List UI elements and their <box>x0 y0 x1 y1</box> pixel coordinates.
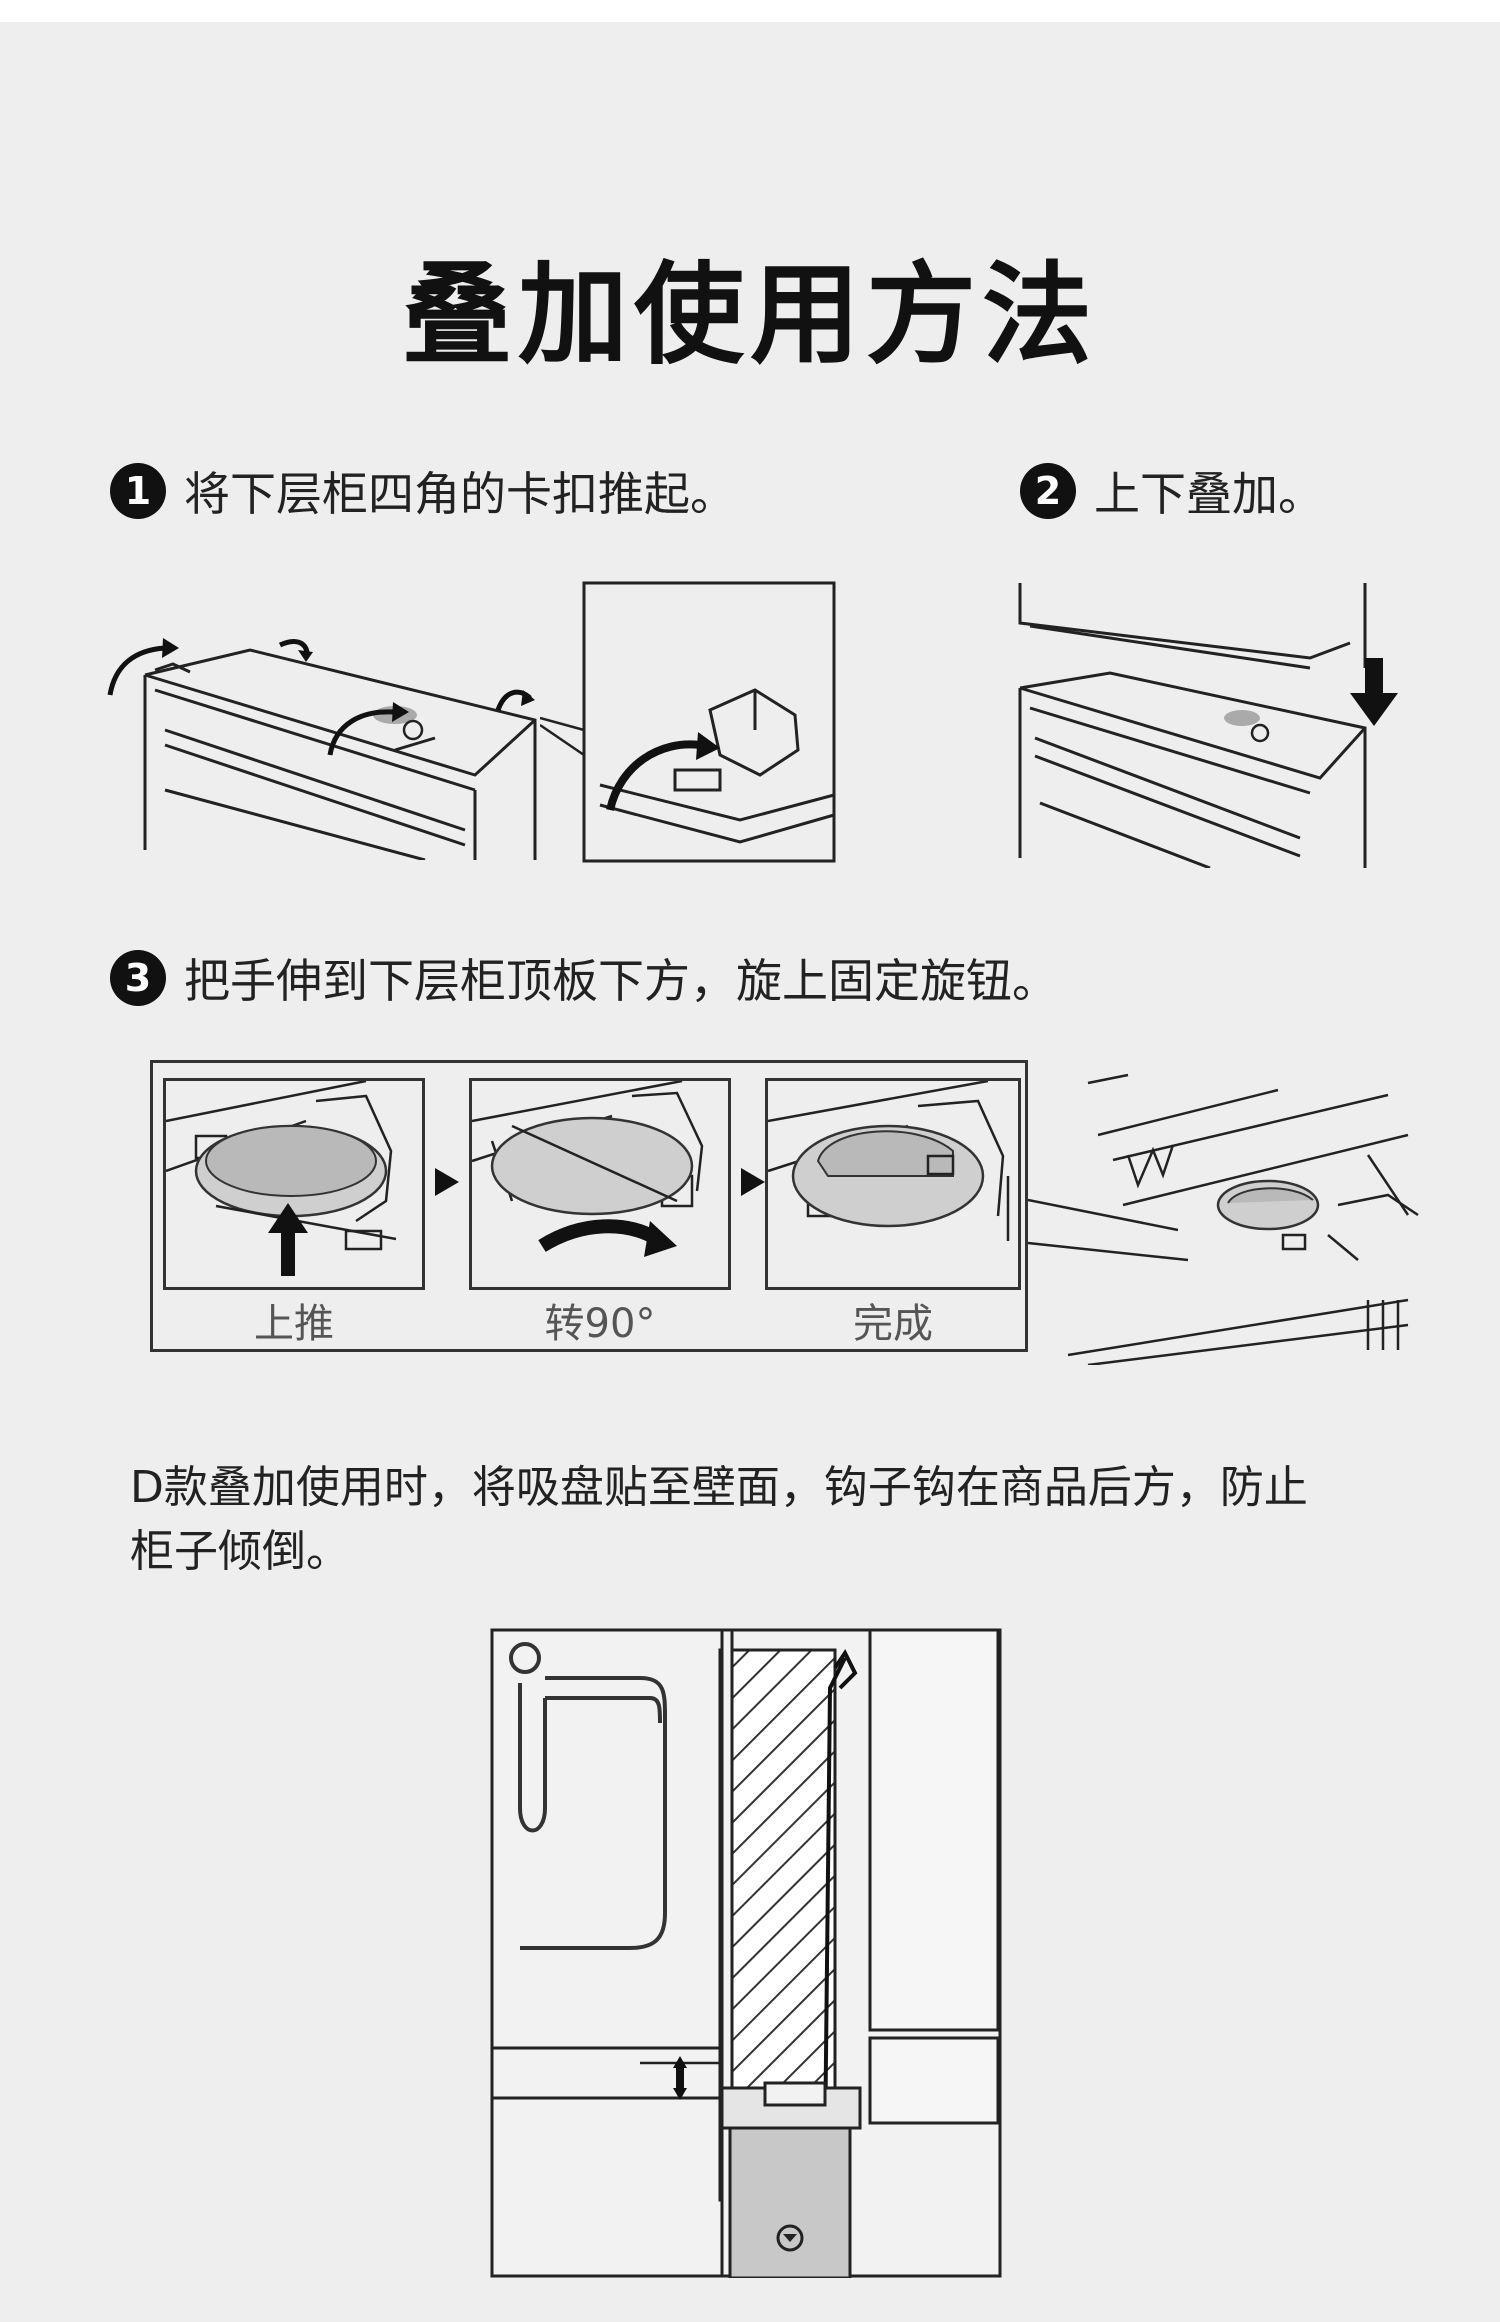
curved-arrow-icon <box>644 1221 677 1257</box>
knob-panel-rotate <box>469 1078 731 1290</box>
step-1-cabinet-illustration <box>95 580 545 860</box>
step-2-text: 上下叠加。 <box>1094 467 1324 521</box>
panel-label-push-up: 上推 <box>254 1301 334 1347</box>
step-3-text: 把手伸到下层柜顶板下方，旋上固定旋钮。 <box>184 954 1058 1008</box>
step-3-sequence-frame: 上推 转90° 完成 <box>150 1060 1028 1352</box>
step-2-stack-illustration <box>1010 578 1410 868</box>
note-line-2: 柜子倾倒。 <box>130 1526 350 1577</box>
panel-label-rotate: 转90° <box>544 1301 656 1347</box>
updown-arrow-icon <box>640 2056 720 2100</box>
step-3-heading: 3 把手伸到下层柜顶板下方，旋上固定旋钮。 <box>110 945 1058 1011</box>
panel-label-done: 完成 <box>853 1301 933 1347</box>
curved-arrow-icon <box>696 732 720 760</box>
triangle-right-icon <box>741 1168 765 1196</box>
step-3-context-illustration <box>1028 1055 1448 1365</box>
step-1-number: 1 <box>110 463 166 519</box>
knob-panel-done <box>765 1078 1021 1290</box>
top-band <box>0 0 1500 22</box>
up-arrow-icon <box>268 1203 308 1276</box>
page-title: 叠加使用方法 <box>402 251 1098 379</box>
step-2-number: 2 <box>1020 463 1076 519</box>
step-1-text: 将下层柜四角的卡扣推起。 <box>184 467 736 521</box>
note-line-1: D款叠加使用时，将吸盘贴至壁面，钩子钩在商品后方，防止 <box>130 1462 1308 1513</box>
step-1-heading: 1 将下层柜四角的卡扣推起。 <box>110 458 736 524</box>
triangle-right-icon <box>435 1168 459 1196</box>
wall-hook-illustration <box>490 1628 1015 2278</box>
step-2-heading: 2 上下叠加。 <box>1020 458 1324 524</box>
step-1-clip-zoom-illustration <box>540 580 840 865</box>
step-3-number: 3 <box>110 950 166 1006</box>
curved-arrow-icon <box>162 638 535 722</box>
down-arrow-icon <box>1350 658 1398 726</box>
knob-panel-push-up <box>163 1078 425 1290</box>
